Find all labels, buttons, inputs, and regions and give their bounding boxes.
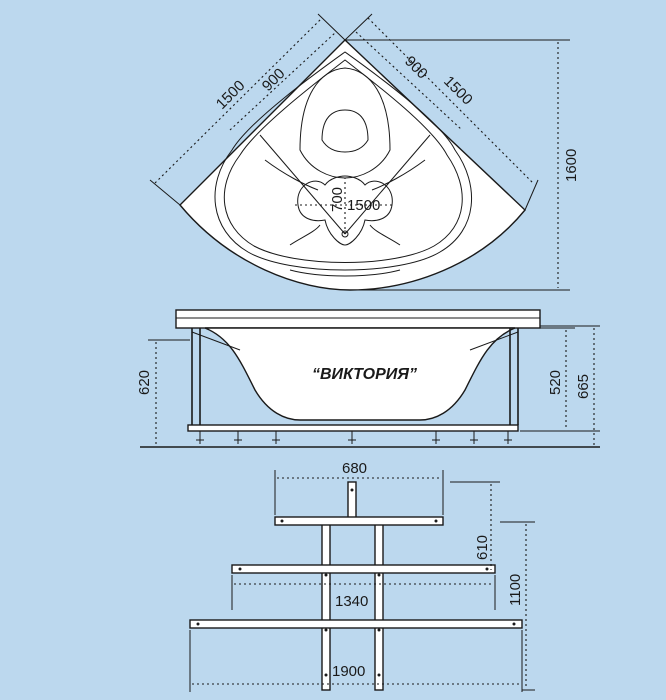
- label-610: 610: [474, 535, 491, 560]
- label-900-right: 900: [401, 53, 431, 83]
- seat-clover: [297, 175, 393, 246]
- side-view: [140, 309, 600, 448]
- label-900-left: 900: [259, 65, 289, 95]
- model-name: “ВИКТОРИЯ”: [312, 366, 417, 383]
- crossbar-680: [274, 516, 444, 526]
- tub-outline-top: [179, 39, 526, 291]
- tub-rim-side: [175, 309, 541, 329]
- label-1100: 1100: [507, 574, 524, 606]
- label-680: 680: [342, 460, 367, 477]
- headrest-inner: [321, 109, 369, 153]
- base-frame-side: [187, 424, 519, 432]
- label-1500-inner: 1500: [347, 197, 380, 214]
- label-1500-left: 1500: [213, 77, 249, 113]
- front-rim: [289, 269, 401, 277]
- label-1900: 1900: [332, 663, 365, 680]
- crossbar-1900: [189, 619, 523, 629]
- label-665: 665: [575, 374, 592, 399]
- crossbar-1340: [231, 564, 496, 574]
- label-1500-right: 1500: [440, 73, 476, 109]
- label-620: 620: [136, 370, 153, 395]
- tub-body-side: [204, 327, 516, 421]
- frame-view: [189, 470, 535, 692]
- label-1600: 1600: [563, 149, 580, 182]
- label-1340: 1340: [335, 593, 368, 610]
- tub-inner-bowl: [214, 51, 473, 271]
- label-700: 700: [329, 187, 346, 212]
- feet: [196, 431, 512, 444]
- top-view: [149, 13, 570, 291]
- tub-inner-rim: [223, 59, 463, 263]
- label-520: 520: [547, 370, 564, 395]
